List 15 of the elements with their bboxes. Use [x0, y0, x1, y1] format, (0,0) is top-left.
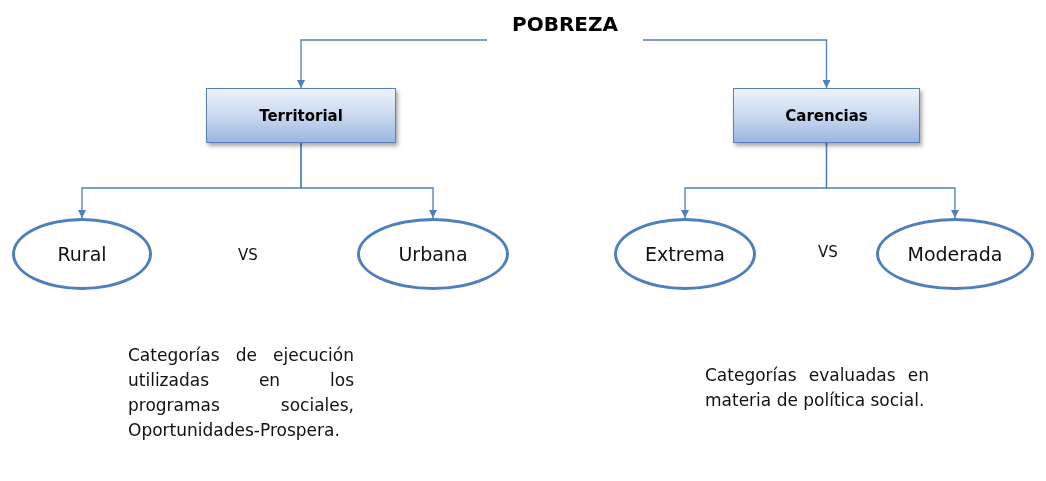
versus-label: VS [237, 246, 259, 264]
note-text: Categorías evaluadas en materia de política social. [705, 364, 929, 412]
connector-arrow [297, 39, 488, 89]
connector-arrow [825, 142, 959, 219]
category-oval: Extrema [614, 218, 756, 290]
category-box: Carencias [733, 88, 920, 143]
note-text: Categorías de ejecución utilizadas en los programas sociales, Oportunidades-Prospera. [128, 344, 354, 442]
category-oval: Urbana [357, 218, 509, 290]
category-box: Territorial [206, 88, 396, 143]
category-oval: Rural [12, 218, 152, 290]
connector-arrow [300, 142, 437, 219]
title-text: POBREZA [490, 8, 640, 40]
connector-arrow [642, 39, 831, 89]
category-oval: Moderada [876, 218, 1034, 290]
versus-label: VS [817, 243, 839, 261]
